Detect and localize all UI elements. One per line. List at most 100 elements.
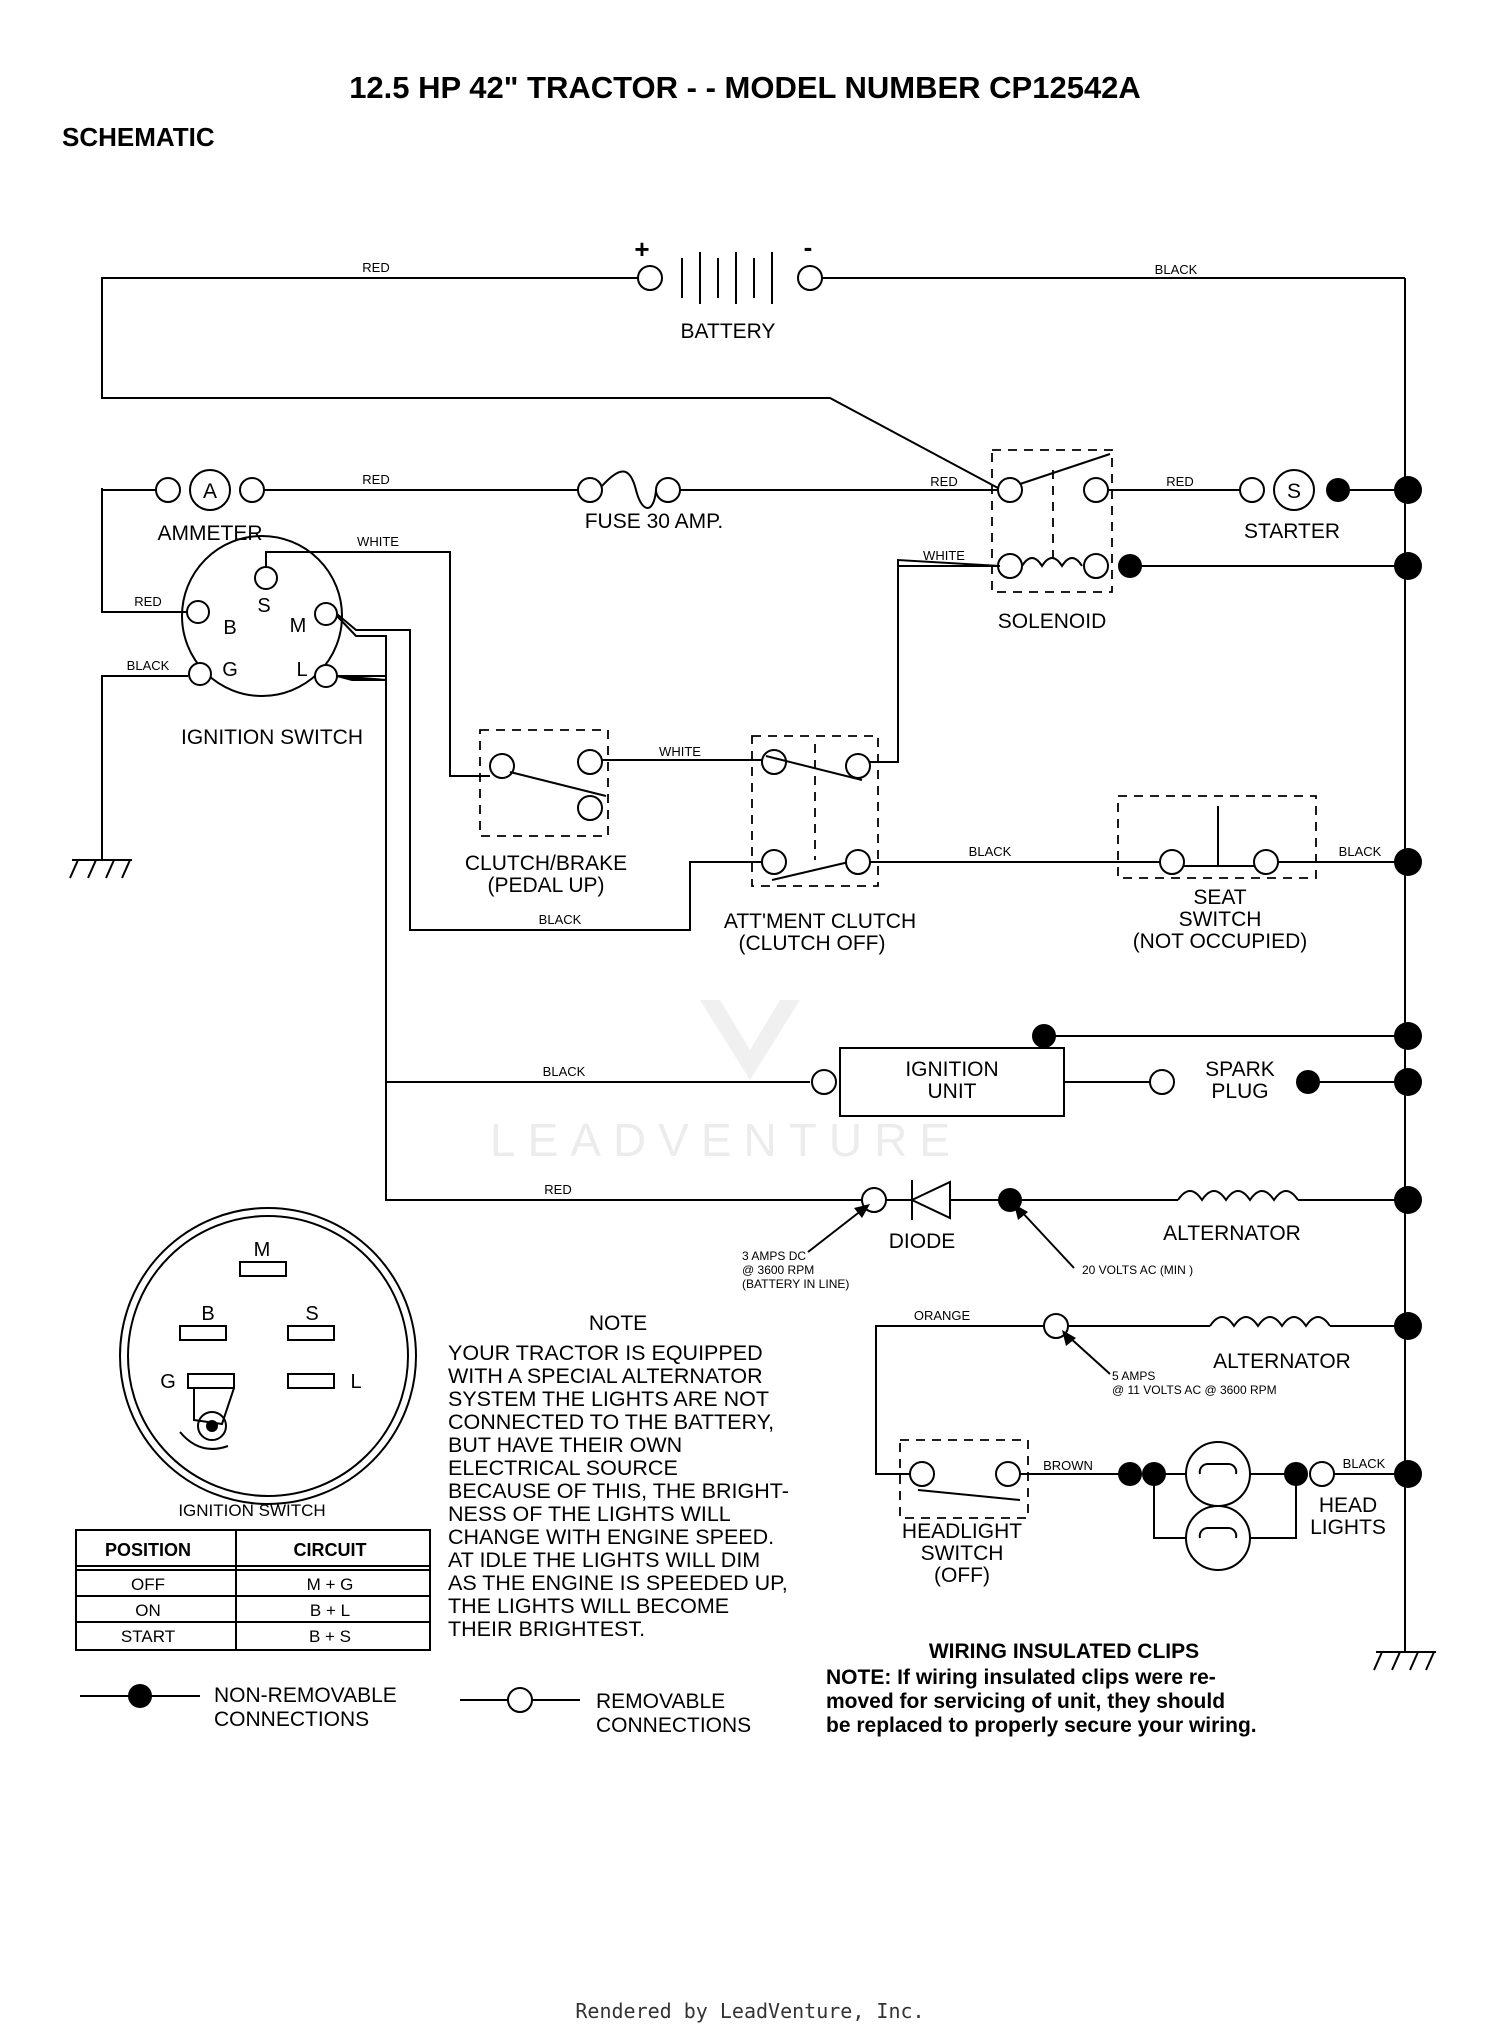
wiring-clips-note: WIRING INSULATED CLIPS NOTE: If wiring i… xyxy=(826,1640,1257,1737)
wire-label-red: RED xyxy=(544,1182,571,1197)
note-line: NESS OF THE LIGHTS WILL xyxy=(448,1502,731,1526)
clutch-brake-label-1: CLUTCH/BRAKE xyxy=(465,852,627,875)
position-table: POSITION CIRCUIT OFF M + G ON B + L STAR… xyxy=(75,1529,431,1651)
battery-circuit: + - BATTERY RED BLACK xyxy=(101,232,1406,1650)
note-line: BUT HAVE THEIR OWN xyxy=(448,1433,682,1457)
wire-label-black: BLACK xyxy=(1339,844,1382,859)
ignition-unit-icon xyxy=(811,1024,1405,1117)
wire-label-white: WHITE xyxy=(923,548,965,563)
ignition-switch-icon xyxy=(181,535,343,697)
alternator-note: NOTE YOUR TRACTOR IS EQUIPPED WITH A SPE… xyxy=(448,1312,789,1641)
clips-line: NOTE: If wiring insulated clips were re- xyxy=(826,1666,1216,1689)
pin-b-label: B xyxy=(223,617,236,639)
table-header-position: POSITION xyxy=(105,1540,191,1560)
seat-switch-label-3: (NOT OCCUPIED) xyxy=(1133,930,1308,953)
head-lights-label-2: LIGHTS xyxy=(1310,1516,1386,1539)
table-cell: START xyxy=(121,1627,175,1646)
spark-plug-label-2: PLUG xyxy=(1211,1080,1268,1103)
wire-label-orange: ORANGE xyxy=(914,1308,971,1323)
clips-line: moved for servicing of unit, they should xyxy=(826,1690,1225,1713)
solenoid-icon xyxy=(991,449,1142,593)
seat-switch-icon xyxy=(1117,795,1317,879)
lighting-circuit: ORANGE 5 AMPS @ 11 VOLTS AC @ 3600 RPM A… xyxy=(875,1308,1422,1587)
note-line: BECAUSE OF THIS, THE BRIGHT- xyxy=(448,1479,789,1503)
pin-l-label: L xyxy=(296,659,307,681)
headlight-bulb-icon xyxy=(1185,1441,1251,1571)
ignition-unit-label-1: IGNITION xyxy=(905,1058,998,1081)
note-line: ELECTRICAL SOURCE xyxy=(448,1456,678,1480)
attment-clutch-label-2: (CLUTCH OFF) xyxy=(739,932,886,955)
seat-switch-label-2: SWITCH xyxy=(1179,908,1262,931)
wire-m-to-attment xyxy=(336,613,774,931)
diode-spec-3: (BATTERY IN LINE) xyxy=(742,1277,849,1291)
wire-label-red: RED xyxy=(930,474,957,489)
clutch-brake-label-2: (PEDAL UP) xyxy=(487,874,604,897)
wire-m-to-ignition-unit xyxy=(336,615,810,1083)
fuse-label: FUSE 30 AMP. xyxy=(585,510,724,533)
battery-minus-icon: - xyxy=(804,232,813,262)
watermark-text: LEADVENTURE xyxy=(490,1114,962,1166)
legend-removable-1: REMOVABLE xyxy=(596,1690,725,1713)
note-line: AS THE ENGINE IS SPEEDED UP, xyxy=(448,1571,788,1595)
wire-label-white: WHITE xyxy=(357,534,399,549)
note-line: YOUR TRACTOR IS EQUIPPED xyxy=(448,1341,763,1365)
page-title: 12.5 HP 42" TRACTOR - - MODEL NUMBER CP1… xyxy=(349,70,1141,105)
wire-label-black: BLACK xyxy=(1155,262,1198,277)
legend-non-removable-2: CONNECTIONS xyxy=(214,1708,369,1731)
note-line: SYSTEM THE LIGHTS ARE NOT xyxy=(448,1387,769,1411)
head-lights-label-1: HEAD xyxy=(1319,1494,1377,1517)
switch-detail-label: IGNITION SWITCH xyxy=(178,1501,325,1520)
watermark-logo: LEADVENTURE xyxy=(490,1000,962,1166)
note-line: THE LIGHTS WILL BECOME xyxy=(448,1594,729,1618)
ground-icon xyxy=(69,675,188,879)
clutch-brake-switch-icon xyxy=(479,729,609,837)
wire-label-black: BLACK xyxy=(543,1064,586,1079)
detail-pin-g: G xyxy=(160,1371,176,1393)
note-line: CHANGE WITH ENGINE SPEED. xyxy=(448,1525,774,1549)
headlight-switch-label-3: (OFF) xyxy=(934,1564,990,1587)
headlight-switch-label-1: HEADLIGHT xyxy=(902,1520,1022,1543)
starter-label: STARTER xyxy=(1244,520,1340,543)
wire-s-to-clutch xyxy=(265,551,490,777)
detail-pin-b: B xyxy=(201,1303,214,1325)
diode-spec-2: @ 3600 RPM xyxy=(742,1263,814,1277)
wire-label-red: RED xyxy=(134,594,161,609)
ground-icon xyxy=(1373,1474,1436,1671)
wire-label-red: RED xyxy=(362,472,389,487)
diode-spec-1: 3 AMPS DC xyxy=(742,1249,806,1263)
alternator-2-spec-2: @ 11 VOLTS AC @ 3600 RPM xyxy=(1112,1383,1277,1397)
note-line: CONNECTED TO THE BATTERY, xyxy=(448,1410,774,1434)
starter-symbol: S xyxy=(1287,480,1301,503)
note-line: WITH A SPECIAL ALTERNATOR xyxy=(448,1364,763,1388)
wire-label-black: BLACK xyxy=(969,844,1012,859)
ignition-unit-label-2: UNIT xyxy=(928,1080,977,1103)
alternator-1-spec: 20 VOLTS AC (MIN ) xyxy=(1082,1263,1193,1277)
note-line: AT IDLE THE LIGHTS WILL DIM xyxy=(448,1548,760,1572)
table-cell: OFF xyxy=(131,1575,165,1594)
wire-label-red: RED xyxy=(362,260,389,275)
clips-heading: WIRING INSULATED CLIPS xyxy=(929,1640,1199,1663)
diode-icon xyxy=(861,1180,1022,1220)
headlight-switch-label-2: SWITCH xyxy=(921,1542,1004,1565)
pin-s-label: S xyxy=(257,595,270,617)
starter-icon xyxy=(1239,469,1405,511)
table-cell: M + G xyxy=(307,1575,354,1594)
battery-icon xyxy=(681,252,773,304)
wire-label-red: RED xyxy=(1166,474,1193,489)
ammeter-symbol: A xyxy=(203,480,217,503)
removable-connection-icon xyxy=(507,1687,533,1713)
battery-plus-icon: + xyxy=(634,234,649,264)
note-line: THEIR BRIGHTEST. xyxy=(448,1617,645,1641)
legend-non-removable-1: NON-REMOVABLE xyxy=(214,1684,397,1707)
wire-label-black: BLACK xyxy=(127,658,170,673)
detail-pin-l: L xyxy=(350,1371,361,1393)
connection-legend: NON-REMOVABLE CONNECTIONS REMOVABLE CONN… xyxy=(80,1684,751,1737)
alternator-2-spec-1: 5 AMPS xyxy=(1112,1369,1155,1383)
diode-label: DIODE xyxy=(889,1230,956,1253)
alternator-2-label: ALTERNATOR xyxy=(1213,1350,1351,1373)
spark-plug-label-1: SPARK xyxy=(1205,1058,1275,1081)
wire-label-brown: BROWN xyxy=(1043,1458,1093,1473)
attment-clutch-switch-icon xyxy=(751,735,879,887)
wire-label-black: BLACK xyxy=(1343,1456,1386,1471)
